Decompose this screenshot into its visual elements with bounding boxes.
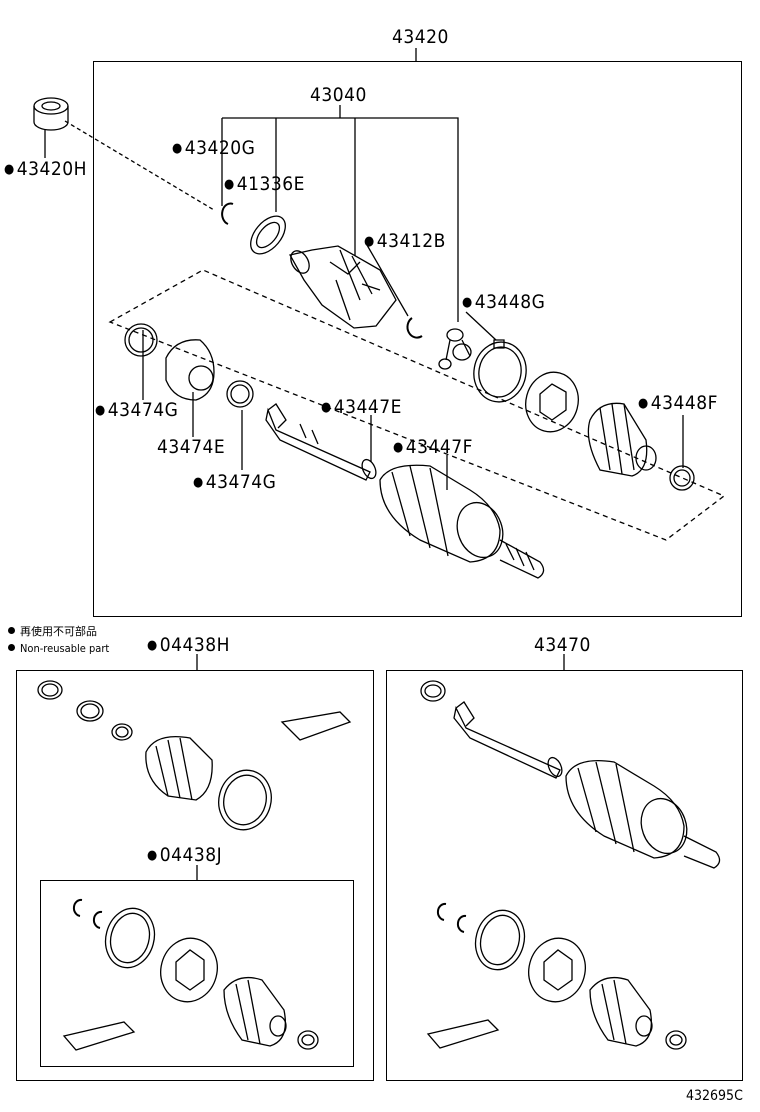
- part-label-43447f[interactable]: 43447F: [393, 438, 473, 457]
- part-label-43448g[interactable]: 43448G: [462, 293, 545, 312]
- clip-43412b: [407, 318, 422, 338]
- part-label-43470[interactable]: 43470: [534, 634, 591, 656]
- ring-41336e: [244, 210, 292, 260]
- part-label-04438j[interactable]: 04438J: [147, 846, 222, 865]
- part-label-43420g[interactable]: 43420G: [172, 139, 255, 158]
- leader-43412b: [367, 245, 408, 316]
- bearing-43420h: [34, 98, 68, 130]
- kit-dashed-outline: [110, 270, 724, 540]
- part-label-43412b[interactable]: 43412B: [364, 232, 446, 251]
- boot-43474e: [166, 340, 214, 400]
- part-label-43474g-b[interactable]: 43474G: [193, 473, 276, 492]
- clamp-43474g-b: [227, 381, 253, 407]
- snap-ring-43420g: [222, 204, 233, 224]
- tripod-spider: [439, 329, 471, 369]
- kit-box-04438h: [16, 670, 374, 1081]
- shaft-assembly-43470: [421, 681, 720, 1049]
- bullet-icon: [8, 627, 15, 634]
- leader-43040-bracket: [222, 105, 458, 322]
- band-43448f: [670, 466, 694, 490]
- legend-line-english: Non-reusable part: [8, 643, 109, 654]
- legend-line-japanese: 再使用不可部品: [8, 626, 97, 637]
- diagram-code: 432695C: [686, 1088, 743, 1104]
- clamp-43474g-a: [125, 324, 157, 356]
- kit-04438j-parts: [64, 900, 318, 1050]
- part-label-41336e[interactable]: 41336E: [224, 175, 305, 194]
- assembly-box-43420: [93, 61, 742, 617]
- part-label-43474e[interactable]: 43474E: [157, 436, 226, 458]
- bullet-icon: [8, 644, 15, 651]
- part-label-04438h[interactable]: 04438H: [147, 636, 230, 655]
- part-label-43420[interactable]: 43420: [392, 26, 449, 48]
- part-label-43448f[interactable]: 43448F: [638, 394, 718, 413]
- leader-43448g: [466, 312, 496, 340]
- kit-04438h-parts: [38, 681, 350, 836]
- outer-race-43040: [287, 246, 396, 328]
- assembly-box-43470: [386, 670, 743, 1081]
- boot-adaptor: [519, 366, 585, 437]
- drive-shaft-main: [266, 404, 544, 578]
- part-label-43420h[interactable]: 43420H: [4, 160, 87, 179]
- band-43448g: [469, 338, 531, 406]
- part-label-43447e[interactable]: 43447E: [321, 398, 402, 417]
- part-label-43040[interactable]: 43040: [310, 84, 367, 106]
- leader-43420h-dashed: [65, 121, 214, 210]
- kit-box-04438j: [40, 880, 354, 1067]
- boot-inboard: [588, 403, 656, 476]
- part-label-43474g-a[interactable]: 43474G: [95, 401, 178, 420]
